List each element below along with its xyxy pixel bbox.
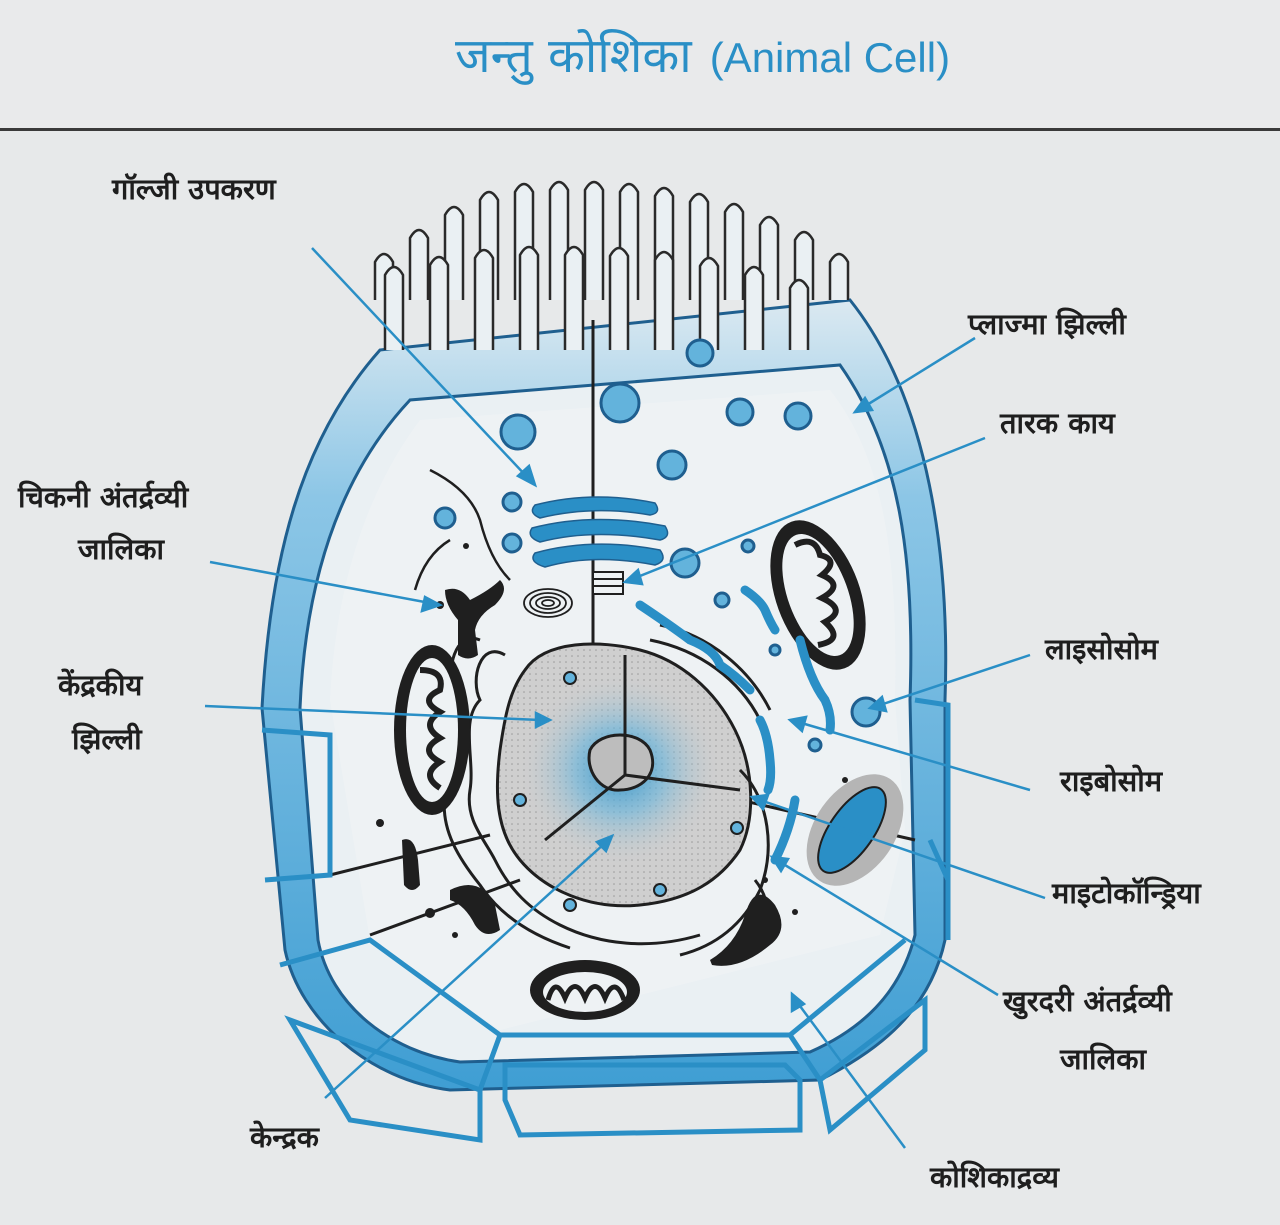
ribosome-strands	[635, 585, 835, 865]
neighbor-cells	[261, 697, 951, 1143]
label-ribosome: राइबोसोम	[1060, 764, 1163, 798]
dark-er-blobs	[402, 839, 782, 966]
leader-lines	[204, 247, 1046, 1149]
mitochondria	[394, 520, 904, 1020]
title-divider	[0, 128, 1280, 131]
label-mitochondria: माइटोकॉन्ड्रिया	[1052, 876, 1201, 910]
title-bar	[0, 0, 1280, 128]
smooth-er	[413, 468, 511, 659]
label-golgi: गॉल्जी उपकरण	[112, 172, 276, 206]
mitochondrion-blue	[806, 774, 904, 886]
title-hindi: जन्तु कोशिका	[455, 28, 692, 84]
label-nuclear-membrane-1: केंद्रकीय	[58, 668, 143, 702]
mitochondrion-upper-right	[770, 520, 866, 670]
nucleus	[495, 642, 753, 912]
label-rough-er-2: जालिका	[1060, 1042, 1146, 1076]
label-smooth-er-1: चिकनी अंतर्द्रव्यी	[18, 480, 189, 514]
label-cytoplasm: कोशिकाद्रव्य	[930, 1160, 1059, 1194]
mitochondrion-bottom	[530, 960, 640, 1020]
label-nucleus: केन्द्रक	[250, 1120, 319, 1154]
mitochondrion-left	[394, 645, 470, 815]
golgi-apparatus	[529, 496, 669, 568]
label-plasma-membrane: प्लाज्मा झिल्ली	[968, 307, 1126, 341]
label-nuclear-membrane-2: झिल्ली	[72, 722, 142, 756]
label-lysosome: लाइसोसोम	[1045, 632, 1158, 666]
granules	[376, 543, 848, 938]
label-centrosome: तारक काय	[1000, 406, 1115, 440]
centrosome	[523, 571, 624, 618]
label-smooth-er-2: जालिका	[78, 532, 164, 566]
diagram-title: जन्तु कोशिका (Animal Cell)	[455, 22, 950, 87]
microvilli	[373, 180, 850, 350]
nucleolus	[587, 733, 655, 792]
label-rough-er-1: खुरदरी अंतर्द्रव्यी	[1003, 984, 1172, 1018]
title-english: (Animal Cell)	[709, 34, 951, 81]
